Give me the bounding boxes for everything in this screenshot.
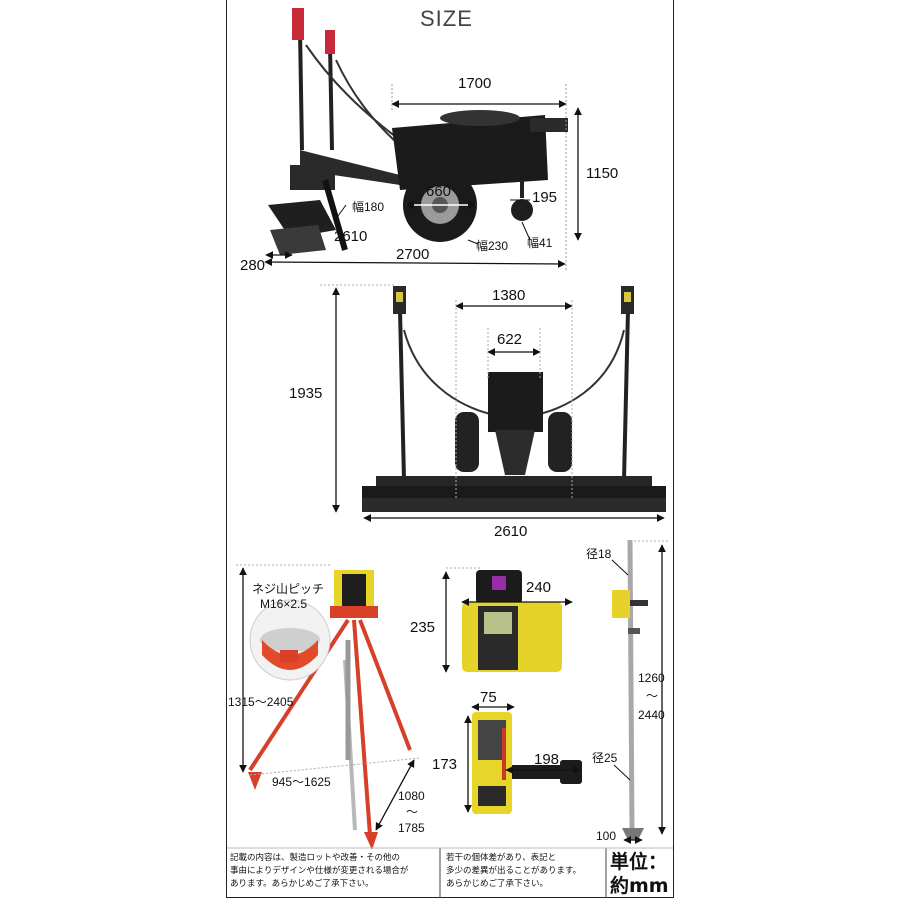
dim-leg-length-2: 1785 (398, 821, 425, 835)
screed-bar (362, 486, 666, 498)
dim-total-length: 2700 (396, 246, 430, 263)
dim-pole-length-sep: ～ (646, 689, 659, 703)
machine-front-view (320, 284, 666, 522)
dim-pole-length-2: 2440 (638, 708, 665, 722)
disclaimer-right-line: あらかじめご了承下さい。 (446, 879, 549, 889)
disclaimer-left-line: 記載の内容は、製造ロットや改善・その他の (230, 853, 401, 863)
dim-wheel-track: 1380 (492, 287, 526, 304)
dim-tripod-height: 1315～2405 (228, 695, 294, 709)
pole-top-diameter: 径18 (586, 547, 612, 561)
dim-wheel-width: 幅230 (476, 239, 509, 253)
dim-screed-depth: 280 (240, 257, 266, 274)
pole-bottom-diameter: 径25 (592, 751, 618, 765)
dim-screed-length-front: 2610 (494, 523, 528, 540)
dim-wheel-diameter: 660 (426, 183, 452, 200)
pole-illustration (611, 539, 668, 844)
unit-label-line: 約mm (610, 875, 669, 897)
unit-label-line: 単位： (610, 851, 668, 873)
thread-pitch-label: ネジ山ピッチ (252, 582, 325, 596)
disclaimer-left: 記載の内容は、製造ロットや改善・その他の 事由によりデザインや仕様が変更される場… (230, 852, 408, 891)
disclaimer-left-line: あります。あらかじめご了承下さい。 (230, 879, 374, 889)
machine-side-view (264, 8, 582, 270)
thread-pitch-value: M16×2.5 (260, 597, 308, 611)
dim-pole-length-1: 1260 (638, 671, 665, 685)
sensor-top-left (292, 8, 304, 40)
dim-receiver-width: 75 (480, 689, 497, 706)
dim-caster: 195 (532, 189, 558, 206)
dim-screed-length-side: 2610 (334, 228, 368, 245)
dim-machine-height: 1150 (586, 165, 619, 182)
disclaimer-left-line: 事由によりデザインや仕様が変更される場合が (230, 866, 409, 876)
caster-wheel (511, 199, 533, 221)
tripod-illustration (236, 564, 421, 850)
dim-tripod-spread: 945～1625 (272, 775, 331, 789)
disclaimer-right: 若干の個体差があり、表記と 多少の差異が出ることがあります。 あらかじめご了承下… (446, 852, 581, 891)
disclaimer-right-line: 多少の差異が出ることがあります。 (446, 866, 582, 876)
disclaimer-right-line: 若干の個体差があり、表記と (446, 853, 557, 863)
staff-pole (627, 539, 635, 831)
dim-laser-height: 235 (410, 619, 436, 636)
dim-receiver-clamp: 198 (534, 751, 560, 768)
page-title: SIZE (420, 6, 473, 31)
front-body (488, 372, 543, 432)
receiver-illustration (464, 703, 582, 814)
dim-leg-length-sep: ～ (406, 805, 419, 819)
dim-caster-width: 幅41 (527, 236, 553, 250)
dim-receiver-height: 173 (432, 756, 458, 773)
dim-pole-base: 100 (596, 829, 617, 843)
dim-machine-length: 1700 (458, 75, 492, 92)
unit-label: 単位： 約mm (610, 850, 669, 898)
dim-body-width: 622 (497, 331, 523, 348)
sensor-top-right (325, 30, 335, 54)
dim-mast-height: 1935 (289, 385, 323, 402)
laser-illustration (442, 567, 573, 673)
dim-leg-length-1: 1080 (398, 789, 425, 803)
dim-screed-width: 幅180 (352, 200, 385, 214)
dim-laser-width: 240 (526, 579, 552, 596)
